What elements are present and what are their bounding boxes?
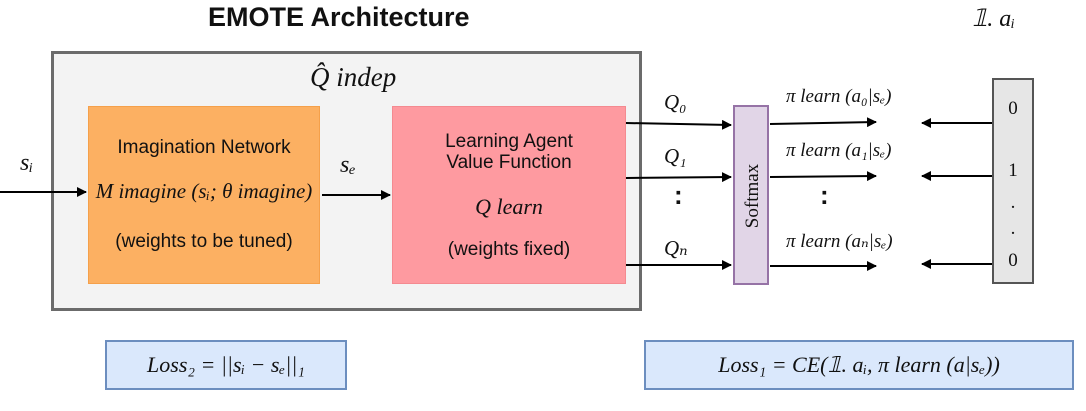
learning-note: (weights fixed) [447, 239, 571, 260]
onehot-entry: 0 [1008, 250, 1018, 271]
imagination-formula: M imagine (sᵢ; θ imagine) [95, 179, 313, 203]
imagination-title: Imagination Network [117, 137, 291, 158]
learning-title-line1: Learning Agent [445, 131, 573, 152]
arrow-pi0 [769, 117, 877, 128]
learning-title-line2: Value Function [446, 152, 572, 173]
q-value-label: Q₁ [664, 144, 687, 168]
input-state-label: sᵢ [20, 150, 34, 176]
onehot-vector-box: 0 1 . . 0 [992, 78, 1034, 284]
q-indep-label: Q̂ indep [310, 62, 397, 92]
softmax-box: Softmax [733, 105, 769, 285]
arrow-pi1 [769, 171, 877, 182]
onehot-entry: 0 [1008, 98, 1018, 119]
q-value-label: Q₀ [664, 90, 687, 114]
policy-label: π learn (a₀|sₑ) [786, 86, 892, 107]
onehot-action-label: 𝟙. aᵢ [972, 6, 1016, 32]
policy-label: π learn (aₙ|sₑ) [786, 231, 893, 252]
arrow-q0 [625, 119, 732, 130]
loss1-box: Loss₁ = CE(𝟙. aᵢ, π learn (a|sₑ)) [644, 340, 1074, 390]
imagination-note: (weights to be tuned) [115, 231, 293, 252]
loss2-box: Loss₂ = ||sᵢ − sₑ||₁ [105, 340, 347, 390]
diagram-title: EMOTE Architecture [208, 2, 470, 32]
policy-label: π learn (a₁|sₑ) [786, 140, 892, 161]
imagination-network-box: Imagination Network M imagine (sᵢ; θ ima… [88, 106, 320, 284]
ellipsis-q: : [674, 180, 683, 210]
onehot-entry: . [1010, 218, 1016, 239]
ellipsis-pi: : [820, 180, 829, 210]
learning-value-function-box: Learning Agent Value Function Q learn (w… [392, 106, 626, 284]
onehot-entry: . [1010, 192, 1016, 213]
q-value-label: Qₙ [664, 236, 688, 260]
arrow-q1 [625, 172, 732, 183]
onehot-entry: 1 [1008, 160, 1018, 181]
imagined-state-label: sₑ [340, 152, 356, 178]
learning-formula: Q learn [475, 194, 543, 219]
